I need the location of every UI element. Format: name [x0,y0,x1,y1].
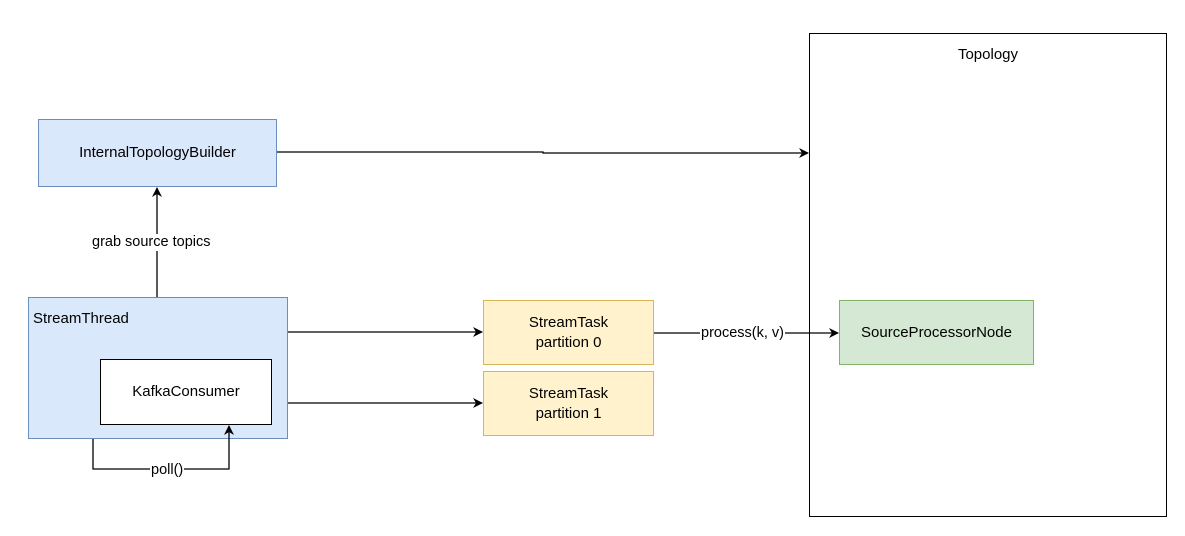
stream-task-partition-1-node[interactable]: StreamTask partition 1 [483,371,654,436]
internal-topology-builder-node[interactable]: InternalTopologyBuilder [38,119,277,187]
edge-builder-to-topology [277,148,809,158]
kafka-consumer-node[interactable]: KafkaConsumer [100,359,272,425]
stream-task-0-title: StreamTask [528,313,609,331]
stream-task-0-partition: partition 0 [535,333,602,351]
source-processor-node[interactable]: SourceProcessorNode [839,300,1034,365]
stream-thread-label: StreamThread [33,310,129,327]
process-label: process(k, v) [700,325,785,342]
stream-task-1-title: StreamTask [528,384,609,402]
kafka-consumer-label: KafkaConsumer [132,383,240,400]
grab-source-topics-label: grab source topics [91,234,212,251]
poll-label: poll() [150,462,185,479]
topology-container: Topology [809,33,1167,517]
source-processor-node-label: SourceProcessorNode [861,323,1012,341]
internal-topology-builder-label: InternalTopologyBuilder [79,144,236,161]
topology-label: Topology [957,46,1019,63]
stream-task-partition-0-node[interactable]: StreamTask partition 0 [483,300,654,365]
stream-task-1-partition: partition 1 [535,404,602,422]
